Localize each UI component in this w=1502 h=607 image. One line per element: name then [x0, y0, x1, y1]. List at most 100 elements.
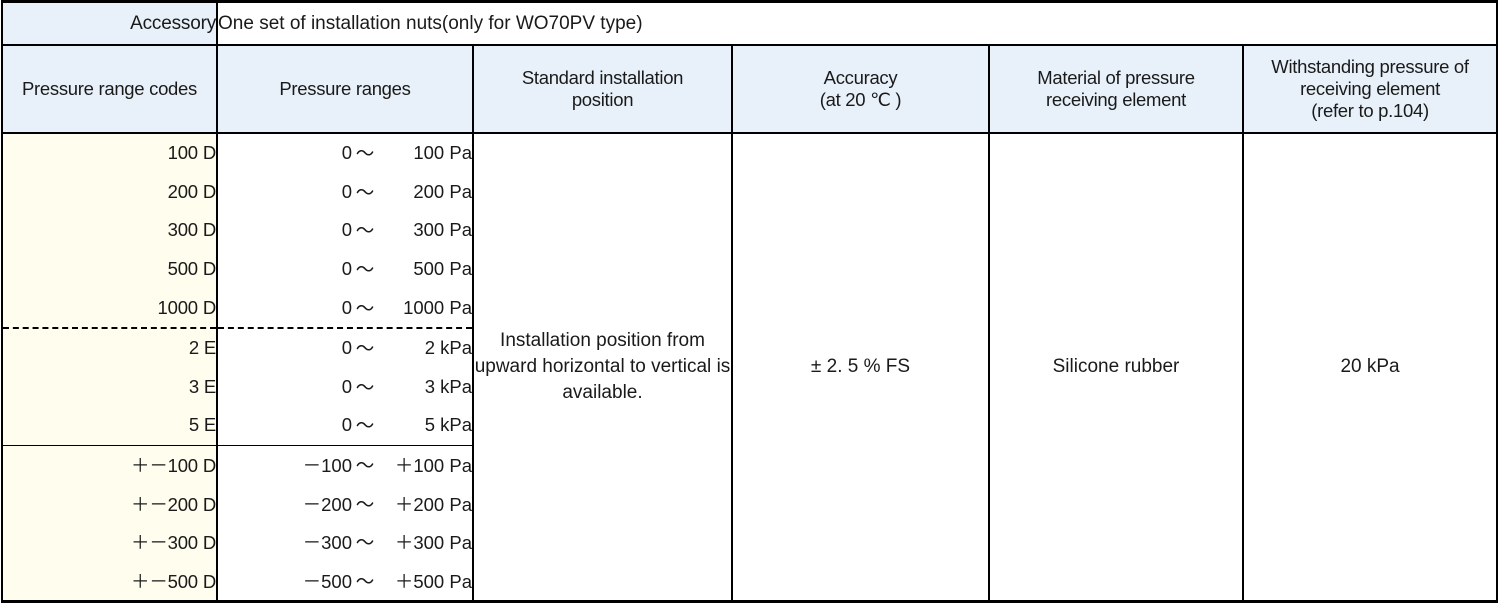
- header-standard-installation-position: Standard installation position: [472, 45, 733, 134]
- pressure-range-high: 300 Pa: [413, 219, 472, 241]
- pressure-range: 0 ～ 1000 Pa: [216, 288, 474, 329]
- header-standard-installation-position-line2: position: [571, 89, 634, 110]
- header-accuracy-line1: Accuracy: [823, 67, 898, 89]
- pressure-range-code: 5 E: [1, 406, 218, 446]
- pressure-range-low: 0: [341, 142, 352, 164]
- pressure-range-low: 0: [341, 337, 352, 359]
- range-tilde-icon: ～: [355, 455, 375, 477]
- accessory-row: Accessory One set of installation nuts(o…: [1, 1, 1499, 46]
- pressure-range: －300 ～ ＋300 Pa: [216, 522, 474, 562]
- accessory-value: One set of installation nuts(only for WO…: [215, 1, 1499, 46]
- range-tilde-icon: ～: [355, 532, 375, 554]
- pressure-range: 0 ～ 300 Pa: [216, 211, 474, 250]
- standard-installation-position-value: Installation position from upward horizo…: [472, 133, 733, 602]
- header-pressure-ranges-line1: Pressure ranges: [279, 78, 411, 100]
- pressure-range: 0 ～ 2 kPa: [216, 327, 474, 368]
- accuracy-value: ± 2. 5 % FS: [731, 133, 990, 602]
- pressure-range-code: ＋－300 D: [1, 522, 218, 562]
- pressure-range: －500 ～ ＋500 Pa: [216, 561, 474, 602]
- installation-position-line2: upward horizontal to vertical: [474, 355, 712, 377]
- pressure-range-high: 2 kPa: [424, 337, 472, 359]
- table-row: 5 E 0 ～ 5 kPa: [1, 406, 1497, 446]
- range-tilde-icon: ～: [355, 143, 375, 165]
- header-pressure-range-codes-line1: Pressure range codes: [22, 78, 197, 100]
- withstanding-pressure-value: 20 kPa: [1241, 133, 1499, 602]
- pressure-range-low: －100: [302, 455, 352, 477]
- material-value: Silicone rubber: [988, 133, 1244, 602]
- pressure-range-code: 100 D: [1, 133, 218, 173]
- range-tilde-icon: ～: [355, 181, 375, 203]
- table-row: 2 E 0 ～ 2 kPa: [1, 327, 1497, 368]
- pressure-range-low: 0: [341, 258, 352, 280]
- table-row: 3 E 0 ～ 3 kPa: [1, 367, 1497, 407]
- pressure-range-low: －500: [302, 570, 352, 592]
- header-withstanding-pressure-line3: (refer to p.104): [1311, 99, 1429, 121]
- pressure-range-high: 200 Pa: [413, 180, 472, 202]
- pressure-range-low: －200: [302, 493, 352, 515]
- range-tilde-icon: ～: [355, 376, 375, 398]
- table-row: 100 D 0 ～ 100 Pa Installation position f…: [1, 133, 1499, 602]
- table-row: ＋－200 D －200 ～ ＋200 Pa: [1, 484, 1497, 523]
- pressure-range-high: 100 Pa: [413, 142, 472, 164]
- header-withstanding-pressure-line1: Withstanding pressure of: [1271, 56, 1469, 78]
- range-tilde-icon: ～: [355, 493, 375, 515]
- pressure-range-low: 0: [341, 414, 352, 436]
- table-row: ＋－300 D －300 ～ ＋300 Pa: [1, 522, 1497, 562]
- pressure-range-high: 500 Pa: [413, 258, 472, 280]
- pressure-range-high: 1000 Pa: [403, 296, 472, 318]
- range-tilde-icon: ～: [355, 338, 375, 360]
- installation-position-line3: is available.: [562, 355, 731, 404]
- pressure-range-low: 0: [341, 180, 352, 202]
- pressure-range-low: －300: [302, 532, 352, 554]
- accessory-label: Accessory: [1, 1, 218, 46]
- header-pressure-ranges: Pressure ranges: [216, 45, 474, 134]
- pressure-range: 0 ～ 500 Pa: [216, 249, 474, 289]
- header-material: Material of pressure receiving element: [988, 45, 1244, 134]
- pressure-range: －100 ～ ＋100 Pa: [216, 445, 474, 485]
- pressure-range-high: ＋100 Pa: [394, 455, 472, 477]
- header-withstanding-pressure: Withstanding pressure of receiving eleme…: [1241, 45, 1499, 134]
- pressure-range-code: ＋－500 D: [1, 561, 218, 602]
- pressure-range-high: ＋200 Pa: [394, 493, 472, 515]
- pressure-range-code: ＋－100 D: [1, 445, 218, 485]
- range-tilde-icon: ～: [355, 297, 375, 319]
- table-row: 300 D 0 ～ 300 Pa: [1, 211, 1497, 250]
- pressure-range-code: 3 E: [1, 367, 218, 407]
- pressure-range-code: 1000 D: [1, 288, 218, 329]
- pressure-range-low: 0: [341, 375, 352, 397]
- header-material-line1: Material of pressure: [1037, 67, 1195, 89]
- pressure-range: 0 ～ 200 Pa: [216, 172, 474, 212]
- header-accuracy-line2: (at 20 ℃ ): [819, 89, 902, 110]
- pressure-range-code: 2 E: [1, 327, 218, 368]
- range-tilde-icon: ～: [355, 259, 375, 281]
- pressure-range-code: 300 D: [1, 211, 218, 250]
- pressure-range-high: ＋300 Pa: [394, 532, 472, 554]
- header-row: Pressure range codes Pressure ranges Sta…: [1, 45, 1499, 134]
- pressure-range-code: 200 D: [1, 172, 218, 212]
- pressure-range: 0 ～ 5 kPa: [216, 406, 474, 446]
- table-row: 500 D 0 ～ 500 Pa: [1, 249, 1497, 289]
- range-tilde-icon: ～: [355, 220, 375, 242]
- range-tilde-icon: ～: [355, 415, 375, 437]
- header-accuracy: Accuracy (at 20 ℃ ): [731, 45, 990, 134]
- pressure-range-code: ＋－200 D: [1, 484, 218, 523]
- header-standard-installation-position-line1: Standard installation: [521, 67, 684, 89]
- header-material-line2: receiving element: [1046, 89, 1186, 110]
- table-row: ＋－100 D －100 ～ ＋100 Pa: [1, 445, 1497, 485]
- header-withstanding-pressure-line2: receiving element: [1300, 78, 1440, 100]
- pressure-range-high: ＋500 Pa: [394, 570, 472, 592]
- installation-position-line1: Installation position from: [500, 329, 705, 351]
- pressure-range: 0 ～ 100 Pa: [216, 133, 474, 173]
- table-row: 200 D 0 ～ 200 Pa: [1, 172, 1497, 212]
- pressure-range-code: 500 D: [1, 249, 218, 289]
- table-row: ＋－500 D －500 ～ ＋500 Pa: [1, 561, 1497, 602]
- pressure-range-low: 0: [341, 296, 352, 318]
- header-pressure-range-codes: Pressure range codes: [1, 45, 218, 134]
- pressure-range-low: 0: [341, 219, 352, 241]
- table-row: 1000 D 0 ～ 1000 Pa: [1, 288, 1497, 329]
- pressure-range: 0 ～ 3 kPa: [216, 367, 474, 407]
- pressure-range-high: 3 kPa: [424, 375, 472, 397]
